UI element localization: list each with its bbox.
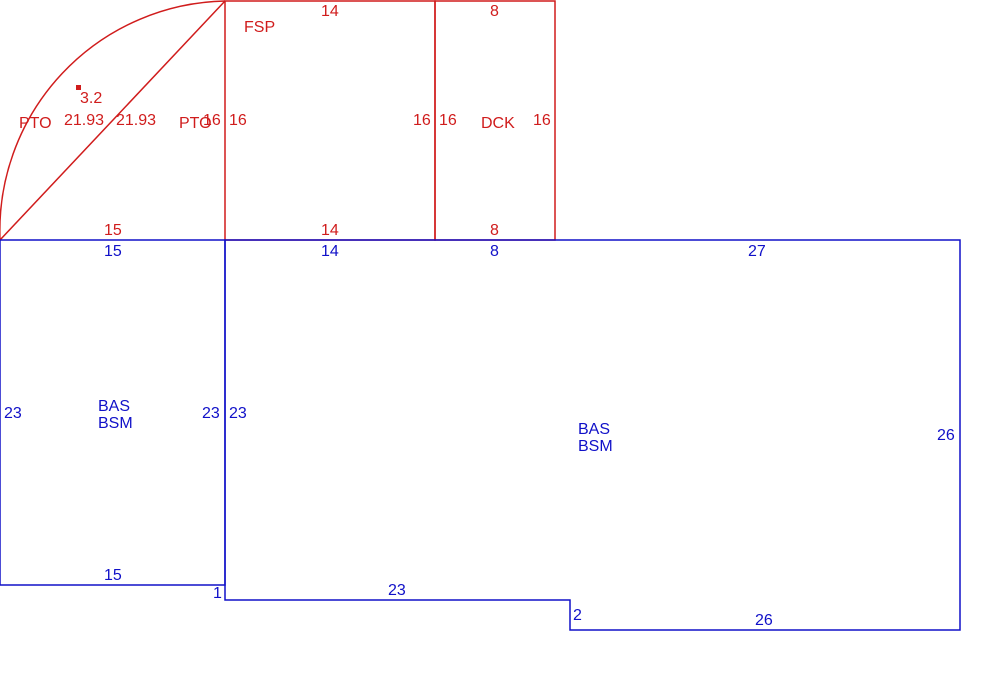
pto-chord-dimension-left: 21.93	[64, 112, 104, 129]
bas-large-bottom-dimension-a: 23	[388, 582, 406, 599]
pto-right-label: PTO	[179, 115, 212, 132]
pto-arc	[0, 0, 226, 240]
bas-large-outline	[224, 239, 961, 631]
pto-left-label: PTO	[19, 115, 52, 132]
bas-small-top-dimension: 15	[104, 243, 122, 260]
fsp-label: FSP	[244, 19, 275, 36]
pto-bottom-dimension: 15	[104, 222, 122, 239]
bas-small-bottom-dimension: 15	[104, 567, 122, 584]
pto-arc-dimension: 3.2	[80, 90, 102, 107]
fsp-bottom-dimension: 14	[321, 222, 339, 239]
dck-left-dimension: 16	[439, 112, 457, 129]
basement-structure	[0, 239, 961, 631]
bas-small-label-line2: BSM	[98, 415, 133, 432]
bas-large-top-dimension-a: 14	[321, 243, 339, 260]
pto-chord	[0, 0, 226, 241]
bas-large-right-dimension: 26	[937, 427, 955, 444]
bas-small-label-line1: BAS	[98, 398, 130, 415]
dck-bottom-dimension: 8	[490, 222, 499, 239]
bas-large-label-line2: BSM	[578, 438, 613, 455]
dck-label: DCK	[481, 115, 515, 132]
bas-large-top-dimension-c: 27	[748, 243, 766, 260]
fsp-right-dimension: 16	[413, 112, 431, 129]
dck-top-dimension: 8	[490, 3, 499, 20]
dck-right-dimension: 16	[533, 112, 551, 129]
bas-small-jog-dimension: 1	[213, 585, 222, 602]
bas-small-left-dimension: 23	[4, 405, 22, 422]
bas-large-bottom-dimension-b: 26	[755, 612, 773, 629]
pto-arc-point	[76, 85, 81, 90]
bas-large-left-dimension: 23	[229, 405, 247, 422]
pto-right-side-dimension: 16	[203, 112, 221, 129]
bas-large-label-line1: BAS	[578, 421, 610, 438]
bas-small-right-dimension: 23	[202, 405, 220, 422]
bas-large-top-dimension-b: 8	[490, 243, 499, 260]
upper-level-structure	[0, 0, 556, 241]
bas-large-step-dimension: 2	[573, 607, 582, 624]
fsp-top-dimension: 14	[321, 3, 339, 20]
fsp-outline	[224, 0, 436, 241]
pto-chord-dimension-right: 21.93	[116, 112, 156, 129]
fsp-left-dimension: 16	[229, 112, 247, 129]
